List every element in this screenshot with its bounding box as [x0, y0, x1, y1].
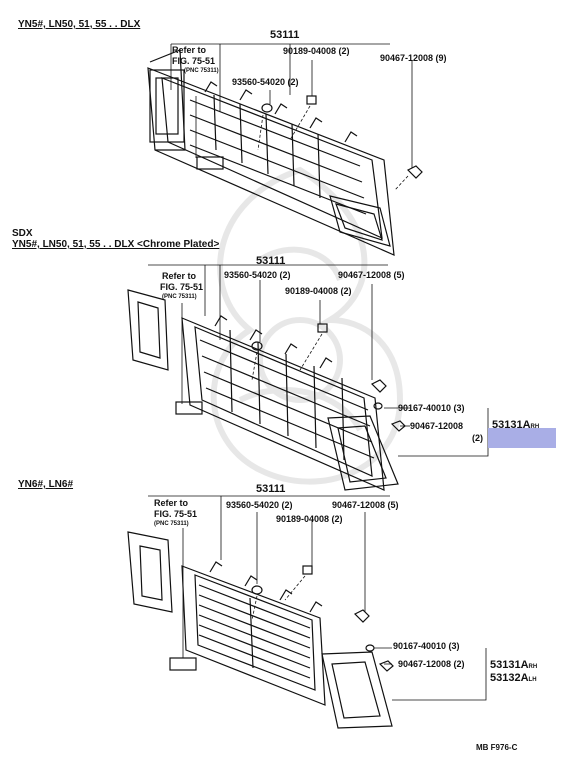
section-1-callout-1[interactable]: 90189-04008 (2): [283, 46, 350, 56]
section-3-callout-1[interactable]: 93560-54020 (2): [226, 500, 293, 510]
headlamp-bezel-3-right: [321, 651, 393, 729]
clip-2b: [373, 402, 383, 410]
section-2-refer: Refer to: [162, 271, 197, 281]
screw-3b: [378, 660, 394, 672]
screw-1a: [406, 165, 423, 179]
section-3-callout-5[interactable]: 90467-12008 (2): [398, 659, 465, 669]
screw-3a: [353, 609, 370, 623]
emblem-1: [196, 156, 224, 170]
section-2-side-part[interactable]: 53131ARH: [492, 419, 540, 431]
nut-2a: [317, 323, 328, 333]
section-2-subtitle: SDX: [12, 228, 33, 239]
section-1-part-main[interactable]: 53111: [270, 29, 300, 41]
section-2-callout-6[interactable]: (2): [472, 433, 483, 443]
emblem-2: [175, 401, 203, 415]
section-2-callout-4[interactable]: 90167-40010 (3): [398, 403, 465, 413]
section-2-callout-1[interactable]: 93560-54020 (2): [224, 270, 291, 280]
headlamp-bezel-3-left: [127, 531, 173, 613]
nut-3a: [302, 565, 313, 575]
clip-3b: [365, 644, 375, 652]
section-2-callout-2[interactable]: 90467-12008 (5): [338, 270, 405, 280]
nut-1a: [306, 95, 317, 105]
section-3-part-main[interactable]: 53111: [256, 483, 286, 495]
section-2-fig[interactable]: FIG. 75-51: [160, 282, 204, 292]
section-3-side-part-1-suffix: RH: [528, 664, 538, 670]
grille-1: [147, 49, 395, 256]
section-1-pnc: (PNC 75311): [184, 68, 219, 74]
headlamp-bezel-2-left: [127, 289, 169, 371]
grille-3: [181, 561, 326, 706]
clip-1a: [261, 103, 273, 113]
section-3-callout-3[interactable]: 90189-04008 (2): [276, 514, 343, 524]
section-1-refer: Refer to: [172, 45, 207, 55]
section-3-side-part-2[interactable]: 53132ALH: [490, 672, 537, 684]
selection-highlight[interactable]: [488, 428, 556, 448]
section-3-callout-2[interactable]: 90467-12008 (5): [332, 500, 399, 510]
section-2-side-part-suffix: RH: [530, 424, 540, 430]
footer-code: MB F976-C: [476, 743, 518, 752]
grille-2: [181, 315, 385, 491]
section-2-part-main[interactable]: 53111: [256, 255, 286, 267]
section-3-callout-4[interactable]: 90167-40010 (3): [393, 641, 460, 651]
section-3-pnc: (PNC 75311): [154, 521, 189, 527]
emblem-3: [169, 657, 197, 671]
section-1-callout-2[interactable]: 90467-12008 (9): [380, 53, 447, 63]
section-1-title: YN5#, LN50, 51, 55 . . DLX: [18, 19, 141, 30]
section-1-fig[interactable]: FIG. 75-51: [172, 56, 216, 66]
section-3-title: YN6#, LN6#: [18, 479, 74, 490]
section-2-callout-3[interactable]: 90189-04008 (2): [285, 286, 352, 296]
section-3-refer: Refer to: [154, 498, 189, 508]
section-3-side-part-1[interactable]: 53131ARH: [490, 659, 538, 671]
section-2-pnc: (PNC 75311): [162, 294, 197, 300]
headlamp-bezel-2-right: [327, 415, 399, 491]
section-3-side-part-2-suffix: LH: [528, 677, 537, 683]
section-2-title: YN5#, LN50, 51, 55 . . DLX <Chrome Plate…: [12, 239, 220, 250]
section-2-callout-5[interactable]: 90467-12008: [410, 421, 464, 431]
section-1-callout-3[interactable]: 93560-54020 (2): [232, 77, 299, 87]
section-3-fig[interactable]: FIG. 75-51: [154, 509, 198, 519]
clip-2a: [251, 341, 263, 351]
clip-3a: [251, 585, 263, 595]
screw-2a: [370, 379, 387, 393]
